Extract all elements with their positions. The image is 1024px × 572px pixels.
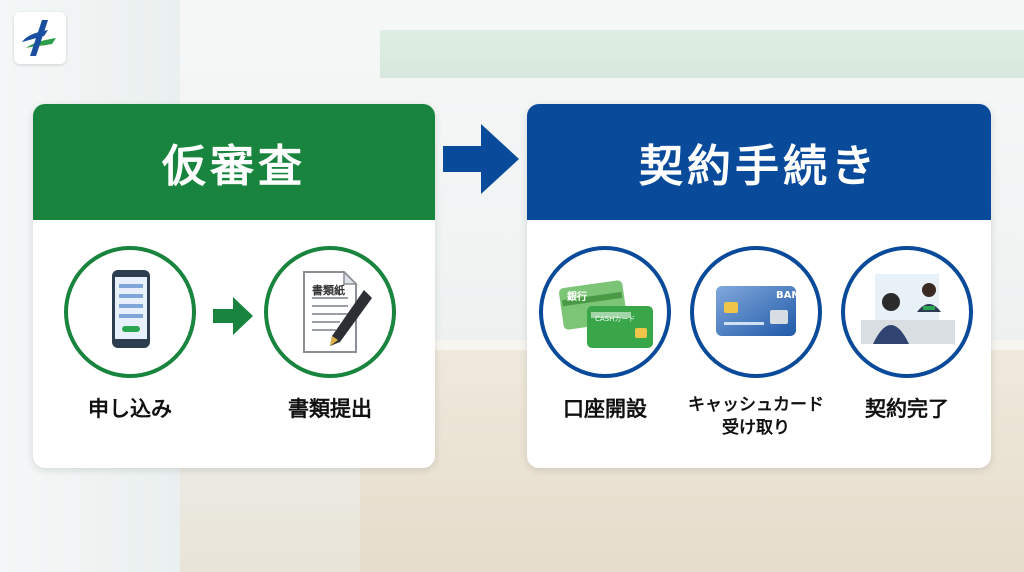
company-logo: [14, 12, 66, 64]
smartphone-form-icon: [64, 246, 196, 378]
card-text: CASHカード: [595, 315, 636, 323]
step-label-line1: キャッシュカード: [688, 395, 824, 415]
card-text: 銀行: [567, 292, 587, 303]
step-cash-card-receipt: BANK キャッシュカード 受け取り: [681, 246, 831, 440]
step-label-line2: 受け取り: [722, 418, 790, 438]
bank-cards-icon: 銀行 CASHカード: [539, 246, 671, 378]
step-label: 書類提出: [288, 397, 372, 421]
step-label: 契約完了: [865, 397, 949, 421]
step-label: キャッシュカード 受け取り: [681, 394, 831, 440]
panel-title: 契約手続き: [527, 104, 991, 220]
panel-title: 仮審査: [33, 104, 435, 220]
step-label: 口座開設: [563, 397, 647, 421]
card-text: BANK: [776, 290, 808, 301]
document-title: 書類紙: [312, 284, 345, 297]
step-contract-completion: 契約完了: [841, 246, 973, 422]
document-pen-icon: 書類紙: [264, 246, 396, 378]
step-label: 申し込み: [88, 397, 172, 421]
background-ceiling-band: [380, 30, 1024, 78]
cash-card-icon: BANK: [690, 246, 822, 378]
step-account-opening: 銀行 CASHカード 口座開設: [535, 246, 675, 422]
bank-counter-icon: [841, 246, 973, 378]
step-application: 申し込み: [64, 246, 196, 422]
arrow-right-icon: [213, 297, 253, 335]
step-document-submission: 書類紙 書類提出: [264, 246, 396, 422]
arrow-right-icon: [443, 124, 519, 194]
